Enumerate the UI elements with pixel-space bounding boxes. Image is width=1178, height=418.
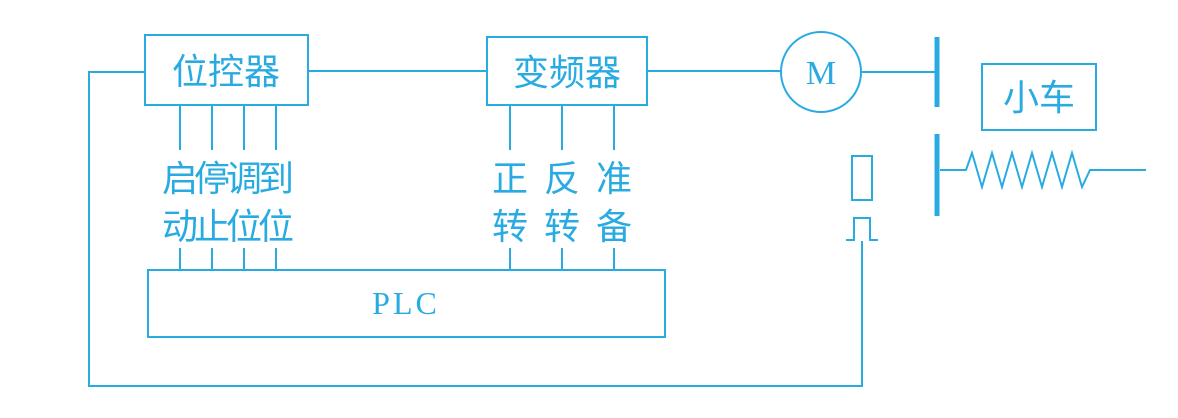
cart-box <box>981 63 1097 131</box>
motor-block: M <box>780 31 862 113</box>
plc-box <box>147 269 666 338</box>
signal-ready-bottom: 备 <box>596 207 632 247</box>
feedback-loop-line <box>88 71 863 387</box>
signal-start: 启 动 <box>162 106 198 270</box>
plc-label: PLC <box>372 285 440 321</box>
signal-stop-bottom: 止 <box>194 207 230 247</box>
signal-forward-top: 正 <box>492 159 528 199</box>
signal-reverse-bottom: 转 <box>544 207 580 247</box>
cart-block: 小车 <box>981 63 1097 131</box>
signal-ready: 准 备 <box>596 106 632 270</box>
signal-adjust-position: 调 位 <box>226 106 262 270</box>
motor-circle <box>780 31 862 113</box>
signal-start-top: 启 <box>162 159 198 199</box>
signal-in-position: 到 位 <box>258 106 294 270</box>
inverter-label: 变频器 <box>513 53 621 93</box>
position-controller-block: 位控器 <box>144 34 309 106</box>
inverter-box <box>486 36 648 106</box>
signal-stop-top: 停 <box>194 159 230 199</box>
signal-forward-bottom: 转 <box>492 207 528 247</box>
plc-block: PLC <box>147 269 666 338</box>
motor-label: M <box>806 55 836 92</box>
signal-reverse-top: 反 <box>544 159 580 199</box>
signal-inpos-top: 到 <box>258 159 294 199</box>
position-controller-box <box>144 34 309 106</box>
signal-adjust-top: 调 <box>226 159 262 199</box>
pulse-waveform-icon <box>846 217 878 241</box>
signal-start-bottom: 动 <box>162 207 198 247</box>
signal-reverse: 反 转 <box>544 106 580 270</box>
signal-inpos-bottom: 位 <box>258 207 294 247</box>
signal-forward: 正 转 <box>492 106 528 270</box>
signal-ready-top: 准 <box>596 159 632 199</box>
inverter-block: 变频器 <box>486 36 648 106</box>
encoder-box-icon <box>851 155 873 201</box>
position-controller-label: 位控器 <box>172 52 280 92</box>
cart-label: 小车 <box>1003 78 1075 118</box>
lead-screw-zigzag-icon <box>940 149 1146 191</box>
signal-stop: 停 止 <box>194 106 230 270</box>
signal-adjust-bottom: 位 <box>226 207 262 247</box>
